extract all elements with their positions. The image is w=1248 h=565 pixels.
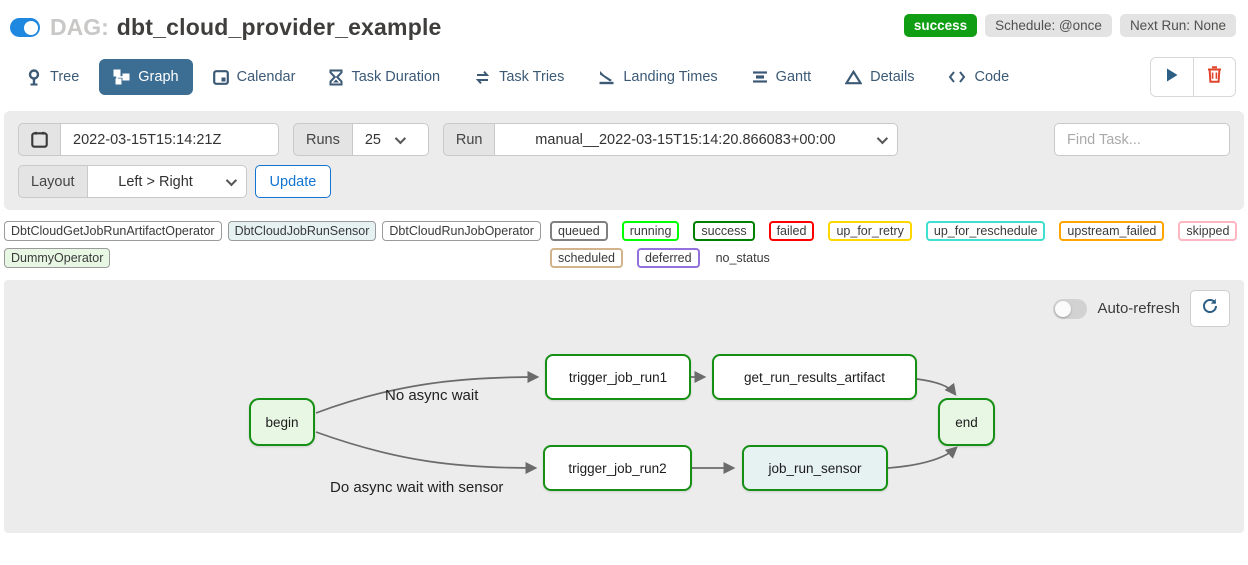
edge-sensor-end <box>887 446 958 469</box>
dag-prefix-label: DAG: <box>50 14 109 40</box>
edge-begin-trigger1 <box>315 371 540 414</box>
graph-icon <box>113 69 130 85</box>
view-tabbar: Tree Graph Calendar Task Duration Task T… <box>0 47 1248 109</box>
auto-refresh-toggle[interactable] <box>1053 298 1088 319</box>
status-legend: queued running success failed up_for_ret… <box>550 221 1244 268</box>
repeat-icon <box>474 70 491 85</box>
tab-landing-times[interactable]: Landing Times <box>584 59 731 95</box>
toggle-knob <box>1055 300 1072 317</box>
operator-badge: DbtCloudGetJobRunArtifactOperator <box>4 221 222 241</box>
runs-group: Runs 25 <box>293 123 429 156</box>
edge-label-do-async-wait: Do async wait with sensor <box>330 479 504 496</box>
operator-legend: DbtCloudGetJobRunArtifactOperator DbtClo… <box>4 221 550 268</box>
delete-dag-button[interactable] <box>1193 58 1235 96</box>
plane-landing-icon <box>598 69 615 85</box>
toggle-knob <box>23 20 38 35</box>
runs-select[interactable]: 25 <box>351 123 429 156</box>
tree-icon <box>26 68 42 86</box>
update-button[interactable]: Update <box>254 165 332 198</box>
play-icon <box>1165 67 1179 88</box>
hourglass-icon <box>329 69 343 86</box>
status-legend-item[interactable]: failed <box>768 221 815 241</box>
trigger-dag-button[interactable] <box>1151 58 1193 96</box>
refresh-button[interactable] <box>1190 290 1230 327</box>
base-date-group <box>18 123 279 156</box>
base-date-input[interactable] <box>60 123 279 156</box>
dag-edges <box>315 371 958 474</box>
status-legend-item[interactable]: upstream_failed <box>1059 221 1165 241</box>
layout-select[interactable]: Left > Right <box>86 165 247 198</box>
status-legend-item[interactable]: up_for_retry <box>828 221 912 241</box>
code-icon <box>948 70 966 84</box>
edge-begin-trigger2 <box>315 431 538 474</box>
calendar-addon[interactable] <box>18 123 60 156</box>
refresh-icon <box>1201 297 1219 320</box>
layout-group: Layout Left > Right <box>18 165 247 198</box>
run-group: Run manual__2022-03-15T15:14:20.866083+0… <box>442 123 899 156</box>
status-legend-item[interactable]: success <box>693 221 755 241</box>
edge-label-no-async-wait: No async wait <box>385 387 479 404</box>
status-legend-item[interactable]: deferred <box>637 248 700 268</box>
status-legend-item: no_status <box>713 248 778 268</box>
tab-task-duration[interactable]: Task Duration <box>315 59 454 96</box>
chevron-down-icon <box>394 132 407 144</box>
operator-badge: DbtCloudJobRunSensor <box>227 221 377 241</box>
chevron-down-icon <box>877 132 889 144</box>
run-select[interactable]: manual__2022-03-15T15:14:20.866083+00:00 <box>494 123 899 156</box>
status-legend-item[interactable]: skipped <box>1178 221 1238 241</box>
dag-action-buttons <box>1150 57 1236 97</box>
tab-gantt[interactable]: Gantt <box>738 59 825 95</box>
status-legend-item[interactable]: queued <box>550 221 608 241</box>
tab-tree[interactable]: Tree <box>12 59 93 96</box>
dag-graph-panel: begin trigger_job_run1 get_run_results_a… <box>4 280 1244 533</box>
tab-details[interactable]: Details <box>831 59 928 95</box>
schedule-badge[interactable]: Schedule: @once <box>985 14 1112 37</box>
calendar-icon <box>212 69 229 85</box>
task-node-end[interactable]: end <box>938 398 995 446</box>
task-node-job-run-sensor[interactable]: job_run_sensor <box>742 445 888 491</box>
status-legend-item[interactable]: scheduled <box>550 248 623 268</box>
find-task-input[interactable] <box>1054 123 1230 156</box>
operator-badge: DummyOperator <box>4 248 111 268</box>
task-node-trigger-job-run2[interactable]: trigger_job_run2 <box>543 445 692 491</box>
tab-task-tries[interactable]: Task Tries <box>460 59 578 95</box>
tab-calendar[interactable]: Calendar <box>199 59 310 95</box>
filter-panel: Runs 25 Run manual__2022-03-15T15:14:20.… <box>4 111 1244 210</box>
dag-pause-toggle[interactable] <box>10 18 40 37</box>
trash-icon <box>1207 66 1222 88</box>
edge-artifact-end <box>916 378 957 396</box>
gantt-icon <box>752 70 768 84</box>
status-legend-item[interactable]: up_for_reschedule <box>925 221 1046 241</box>
runs-label: Runs <box>293 123 352 156</box>
task-node-trigger-job-run1[interactable]: trigger_job_run1 <box>545 354 691 400</box>
chevron-down-icon <box>225 174 237 186</box>
run-label: Run <box>442 123 495 156</box>
operator-badge: DbtCloudRunJobOperator <box>382 221 541 241</box>
auto-refresh-control: Auto-refresh <box>1053 290 1230 327</box>
layout-label: Layout <box>18 165 87 198</box>
auto-refresh-label: Auto-refresh <box>1097 300 1180 317</box>
status-legend-item[interactable]: running <box>621 221 680 241</box>
dag-title: dbt_cloud_provider_example <box>116 14 442 40</box>
delta-icon <box>845 69 863 85</box>
tab-code[interactable]: Code <box>934 59 1023 95</box>
tab-graph[interactable]: Graph <box>99 59 193 95</box>
task-node-begin[interactable]: begin <box>249 398 315 446</box>
dag-header: DAG: dbt_cloud_provider_example success … <box>0 0 1248 47</box>
next-run-badge: Next Run: None <box>1119 14 1236 37</box>
status-badge[interactable]: success <box>903 14 978 37</box>
task-node-get-run-results-artifact[interactable]: get_run_results_artifact <box>712 354 917 400</box>
legend: DbtCloudGetJobRunArtifactOperator DbtClo… <box>0 210 1248 276</box>
